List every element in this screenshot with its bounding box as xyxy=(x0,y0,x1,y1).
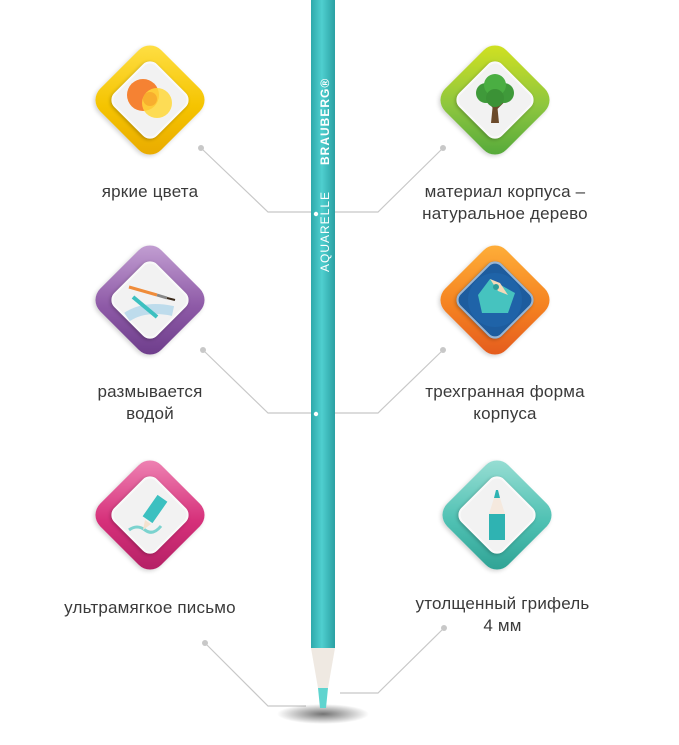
badge-thick-lead xyxy=(435,453,559,577)
badge-water-soluble xyxy=(88,238,212,362)
badge-ultra-soft xyxy=(88,453,212,577)
pencil-lead-icon xyxy=(489,490,505,540)
color-blend-icon xyxy=(127,79,172,118)
pencil-brand-text: BRAUBERG® xyxy=(318,77,332,165)
label-water-soluble: размывается водой xyxy=(97,382,203,423)
triangular-pencil-icon xyxy=(468,273,522,327)
label-wood-body: материал корпуса – натуральное дерево xyxy=(422,182,588,223)
soft-writing-icon xyxy=(128,494,168,534)
pencil-model-text: AQUARELLE xyxy=(318,190,332,272)
brush-water-icon xyxy=(124,285,176,322)
label-ultra-soft: ультрамягкое письмо xyxy=(64,598,236,617)
badge-wood-body xyxy=(433,38,557,162)
badge-triangular-shape xyxy=(433,238,557,362)
label-thick-lead: утолщенный грифель 4 мм xyxy=(415,594,590,635)
tree-icon xyxy=(476,74,514,123)
badge-bright-colors xyxy=(88,38,212,162)
label-bright-colors: яркие цвета xyxy=(101,182,199,201)
label-triangular-shape: трехгранная форма корпуса xyxy=(425,382,585,423)
